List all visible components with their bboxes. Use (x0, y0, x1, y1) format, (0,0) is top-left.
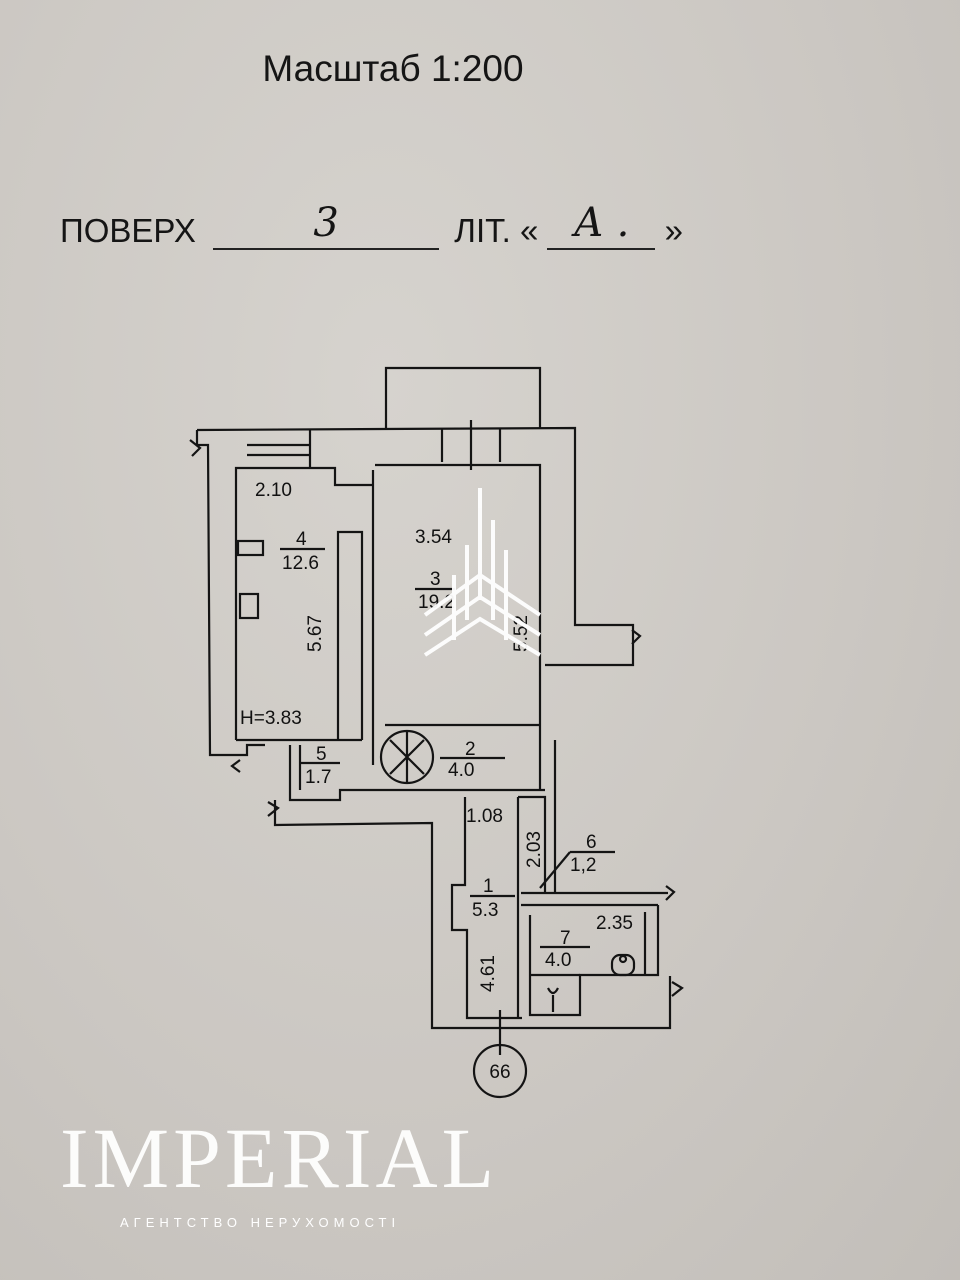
dim-corridor-length: 2.03 (524, 831, 545, 868)
dim-room3-width: 3.54 (415, 527, 452, 548)
floor-value: 3 (213, 203, 440, 250)
scale-title: Масштаб 1:200 (262, 48, 524, 89)
watermark-subtitle: АГЕНТСТВО НЕРУХОМОСТІ (120, 1215, 401, 1230)
letter-label: ЛІТ. « (454, 212, 539, 249)
room-6-area: 1,2 (570, 855, 596, 876)
room-1-number: 1 (483, 876, 494, 897)
room-5-number: 5 (316, 744, 327, 765)
room-2-number: 2 (465, 739, 476, 760)
dim-corridor-width: 1.08 (466, 806, 503, 827)
floor-label: ПОВЕРХ (60, 212, 196, 249)
letter-close: » (664, 212, 684, 249)
dim-kitchen-width: 2.10 (255, 480, 292, 501)
watermark-logo-icon (423, 488, 542, 657)
dim-height: H=3.83 (240, 708, 302, 729)
dim-hall-length: 4.61 (478, 955, 499, 992)
room-6-number: 6 (586, 832, 597, 853)
apartment-number-marker: 66 (472, 1043, 528, 1099)
dim-bath-width: 2.35 (596, 913, 633, 934)
room-5-area: 1.7 (305, 767, 331, 788)
letter-value: А . (547, 203, 656, 250)
room-7-number: 7 (560, 928, 571, 949)
room-1-area: 5.3 (472, 900, 498, 921)
room-2-area: 4.0 (448, 760, 474, 781)
room-7-area: 4.0 (545, 950, 571, 971)
floor-info: ПОВЕРХ 3 ЛІТ. « А . » (60, 203, 684, 256)
dim-kitchen-length: 5.67 (305, 615, 326, 652)
room-4-area: 12.6 (282, 553, 319, 574)
room-4-number: 4 (296, 529, 307, 550)
walls (189, 366, 684, 1055)
apartment-number: 66 (489, 1062, 510, 1083)
room-3-number: 3 (430, 569, 441, 590)
watermark-brand: IMPERIAL (60, 1110, 499, 1206)
room-3-area: 19.2 (418, 592, 455, 613)
